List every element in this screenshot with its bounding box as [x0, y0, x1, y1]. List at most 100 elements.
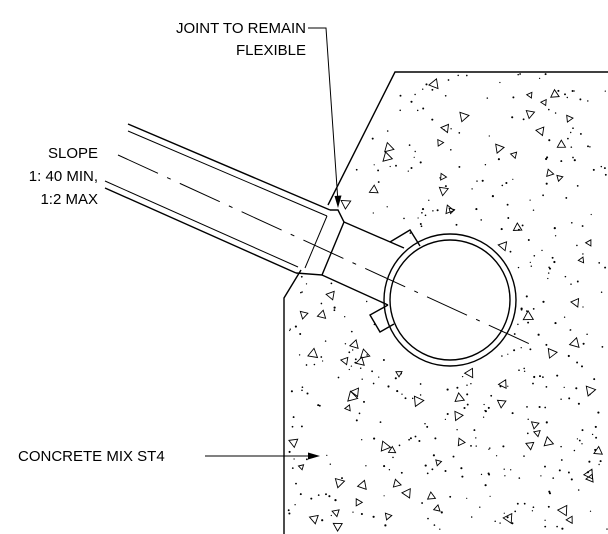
- aggregate-dot: [300, 425, 303, 428]
- aggregate-dot: [526, 406, 528, 408]
- concrete-surround: [283, 71, 608, 534]
- aggregate-stone: [325, 290, 335, 301]
- aggregate-stone: [401, 487, 411, 499]
- aggregate-dot: [499, 81, 501, 84]
- aggregate-dot: [386, 130, 389, 132]
- aggregate-dot: [573, 449, 576, 452]
- aggregate-dot: [582, 306, 584, 308]
- aggregate-dot: [383, 465, 386, 468]
- aggregate-stone: [495, 143, 505, 154]
- aggregate-dot: [587, 100, 589, 102]
- aggregate-dot: [299, 333, 302, 335]
- aggregate-stone: [530, 421, 540, 430]
- aggregate-dot: [538, 77, 541, 80]
- aggregate-dot: [499, 522, 501, 524]
- aggregate-dot: [471, 188, 473, 190]
- aggregate-dot: [300, 275, 303, 278]
- aggregate-dot: [366, 354, 368, 356]
- slope-note-line1: SLOPE: [48, 145, 98, 162]
- aggregate-dot: [594, 425, 597, 428]
- aggregate-dot: [463, 406, 466, 410]
- aggregate-dot: [501, 184, 504, 187]
- aggregate-dot: [600, 165, 603, 168]
- aggregate-dot: [372, 212, 374, 214]
- aggregate-dot: [306, 392, 309, 395]
- aggregate-dot: [473, 429, 476, 432]
- joint-leader-line: [308, 27, 339, 203]
- aggregate-dot: [553, 260, 556, 264]
- aggregate-dot: [590, 213, 592, 216]
- aggregate-dot: [573, 159, 576, 162]
- aggregate-dot: [432, 210, 434, 212]
- aggregate-dot: [532, 209, 535, 211]
- aggregate-dot: [545, 182, 548, 185]
- aggregate-dot: [289, 328, 292, 330]
- aggregate-dot: [516, 502, 519, 505]
- aggregate-stone: [568, 336, 580, 348]
- aggregate-dot: [398, 444, 401, 447]
- aggregate-dot: [506, 203, 509, 206]
- aggregate-dot: [428, 199, 430, 201]
- aggregate-stone: [532, 430, 541, 438]
- aggregate-stone: [435, 459, 443, 467]
- aggregate-stone: [307, 347, 319, 359]
- aggregate-dot: [527, 418, 529, 421]
- aggregate-dot: [377, 181, 380, 183]
- aggregate-dot: [446, 412, 449, 416]
- aggregate-dot: [539, 375, 541, 378]
- aggregate-dot: [396, 390, 399, 393]
- main-pipe-outer-wall: [383, 233, 517, 367]
- aggregate-dot: [422, 107, 425, 110]
- aggregate-dot: [348, 351, 351, 354]
- aggregate-dot: [414, 93, 416, 96]
- aggregate-dot: [547, 277, 549, 280]
- aggregate-stone: [355, 498, 364, 507]
- aggregate-dot: [434, 437, 437, 440]
- aggregate-dot: [532, 308, 535, 310]
- aggregate-dot: [446, 388, 449, 391]
- aggregate-stone: [395, 371, 403, 378]
- aggregate-dot: [570, 283, 572, 285]
- aggregate-dot: [517, 73, 519, 76]
- aggregate-dot: [560, 445, 562, 448]
- aggregate-dot: [532, 382, 534, 385]
- aggregate-dot: [598, 262, 601, 264]
- aggregate-dot: [408, 144, 411, 146]
- rocker-pipe: [321, 221, 405, 306]
- aggregate-dot: [603, 167, 606, 170]
- aggregate-stone: [380, 440, 392, 452]
- aggregate-dot: [305, 458, 308, 461]
- branch-pipe: [104, 123, 533, 346]
- aggregate-dot: [527, 239, 530, 241]
- aggregate-dot: [530, 265, 533, 267]
- aggregate-dot: [401, 393, 403, 395]
- aggregate-dot: [569, 131, 572, 134]
- pipe-bottom-inner: [104, 180, 299, 268]
- aggregate-dot: [484, 484, 487, 487]
- aggregate-dot: [431, 88, 434, 91]
- aggregate-dot: [510, 469, 512, 471]
- aggregate-stone: [556, 174, 564, 183]
- aggregate-dot: [299, 493, 302, 496]
- aggregate-dot: [480, 219, 483, 221]
- aggregate-dot: [325, 493, 327, 496]
- slope-note-line3: 1:2 MAX: [40, 191, 98, 208]
- aggregate-dot: [465, 74, 468, 77]
- aggregate-dot: [579, 132, 582, 135]
- aggregate-dot: [548, 492, 552, 495]
- aggregate-dot: [372, 515, 375, 518]
- aggregate-dot: [410, 100, 413, 103]
- saddle-lug-lower: [369, 304, 395, 333]
- aggregate-dot: [561, 527, 564, 530]
- aggregate-dot: [518, 477, 521, 479]
- aggregate-dot: [365, 465, 367, 467]
- flexible-joint: [295, 209, 345, 276]
- aggregate-dot: [291, 467, 294, 469]
- aggregate-dot: [502, 445, 505, 448]
- aggregate-dot: [582, 342, 585, 345]
- aggregate-dot: [475, 208, 478, 211]
- aggregate-dot: [568, 397, 571, 400]
- aggregate-dot: [409, 437, 412, 440]
- aggregate-stone: [445, 204, 455, 215]
